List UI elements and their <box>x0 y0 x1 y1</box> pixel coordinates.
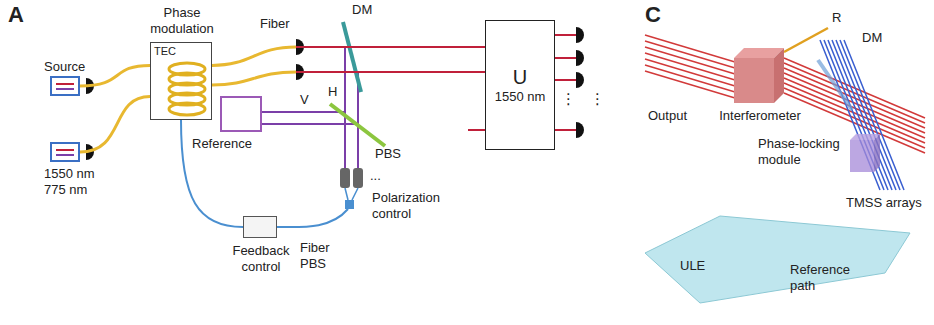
box-heading: Phase modulation <box>139 5 225 36</box>
component-label: DM <box>862 30 882 46</box>
feedback-label: Feedback control <box>226 243 296 274</box>
output-beam <box>555 129 576 131</box>
detector <box>576 72 584 88</box>
fiber-connector <box>80 97 150 152</box>
connector-segment <box>212 47 296 65</box>
reference-arm <box>784 28 828 52</box>
wavelength-label: 1550 nm 775 nm <box>44 166 100 197</box>
pump-beam-array <box>820 40 904 190</box>
source-box-shape <box>52 144 78 160</box>
unitary-label: U <box>513 65 527 89</box>
connector-segment <box>212 72 296 85</box>
phase-locking-label: Phase-locking module <box>758 136 848 167</box>
connector-segment <box>296 46 485 48</box>
edge-label: Fiber <box>258 16 292 32</box>
component-label: R <box>832 10 841 26</box>
connector-segment <box>80 65 150 86</box>
panel-letter: A <box>8 2 24 28</box>
tec-label: TEC <box>154 45 176 58</box>
source-box: 1550 nm 775 nm <box>50 142 80 162</box>
polarization-controller <box>340 168 350 188</box>
polarization-label: H <box>328 84 337 100</box>
dichroic-mirror <box>343 22 361 92</box>
feedback-control-box: Feedback control <box>243 216 277 238</box>
source-box: Source <box>50 76 80 96</box>
ellipsis: ⋮ <box>590 90 605 108</box>
detector <box>576 122 584 138</box>
ule-label: ULE <box>680 258 705 274</box>
fiber-connector <box>212 72 485 85</box>
detector <box>576 50 584 66</box>
phase-locking-cube: Phase-locking module <box>758 128 880 178</box>
fiber-connector <box>212 47 485 65</box>
phase-modulation-box: Phase modulationTEC <box>150 42 212 120</box>
interferometer-cube: Interferometer <box>712 48 808 128</box>
component-label: Polarization control <box>372 190 456 221</box>
fiber-pbs <box>345 200 354 209</box>
polarization-controller <box>353 168 363 188</box>
output-beam <box>555 57 576 59</box>
ellipsis: ⋮ <box>561 90 576 108</box>
component-label: TMSS arrays <box>846 195 922 211</box>
panel-letter: C <box>645 2 661 28</box>
component-label: Output <box>648 108 687 124</box>
reference-box: Reference <box>220 96 262 132</box>
fiber <box>352 188 358 200</box>
reference-label: Reference <box>192 136 252 152</box>
pbs-plate <box>330 104 385 146</box>
v-beam <box>262 111 345 113</box>
wavelength-label: 1550 nm <box>495 89 546 105</box>
input-beam <box>468 129 485 131</box>
component-label: DM <box>352 2 372 18</box>
source-label: Source <box>44 59 85 75</box>
connector-segment <box>296 71 485 73</box>
fiber <box>345 188 348 200</box>
fiber-connector <box>80 65 150 86</box>
output-beam <box>555 79 576 81</box>
h-beam <box>344 47 346 168</box>
ellipsis: ... <box>370 168 381 184</box>
component-label: Reference path <box>790 262 860 293</box>
component-label: Fiber PBS <box>300 240 340 271</box>
dichroic-mirror <box>818 60 852 110</box>
component-label: PBS <box>375 146 401 162</box>
v-beam <box>262 123 358 125</box>
source-box-shape <box>52 78 78 94</box>
unitary-box: U1550 nm <box>485 20 555 150</box>
output-beam <box>555 34 576 36</box>
connector-segment <box>80 97 150 152</box>
interferometer-label: Interferometer <box>712 108 808 124</box>
polarization-label: V <box>300 92 309 108</box>
output-beam-array <box>645 35 735 98</box>
ule-slab: ULE <box>640 208 915 308</box>
fiber <box>277 209 348 227</box>
detector <box>576 27 584 43</box>
